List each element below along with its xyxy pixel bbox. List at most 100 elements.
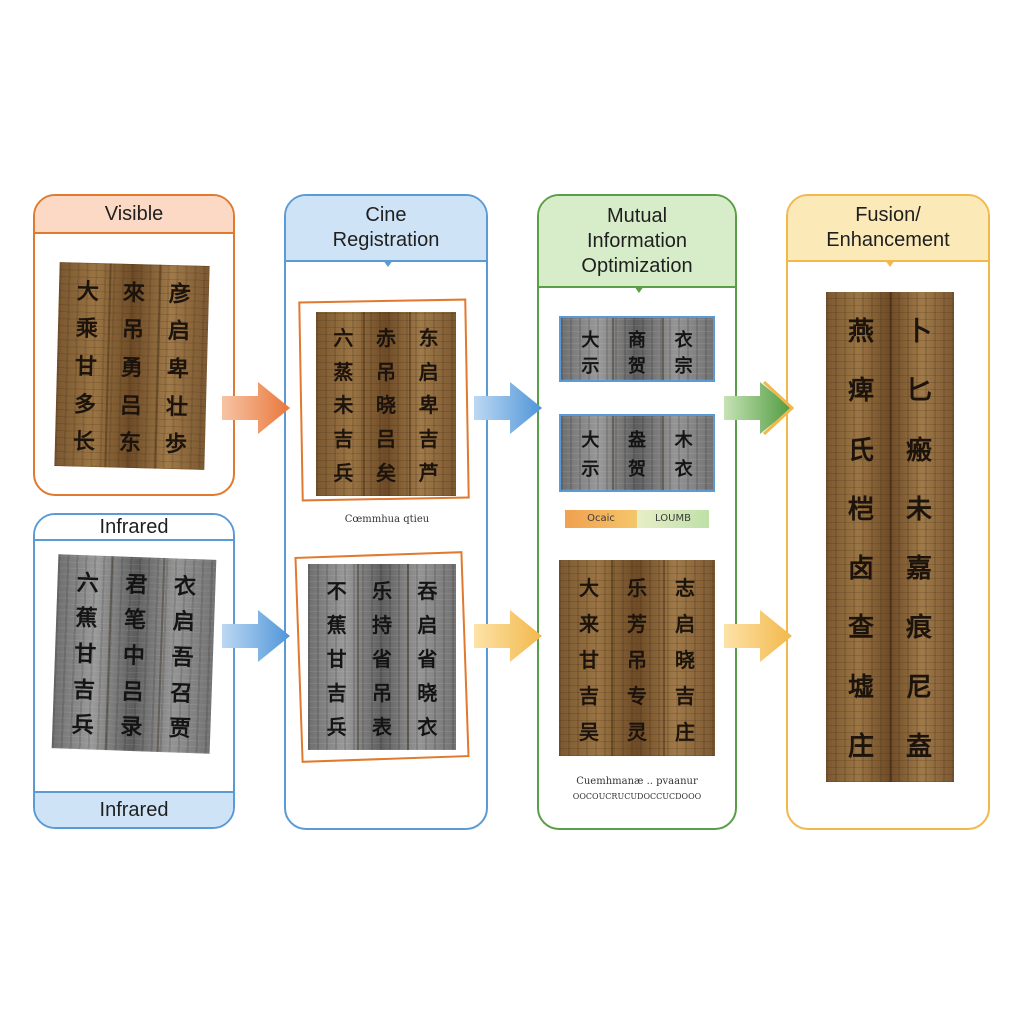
slip-columns: 六蕉甘吉兵君笔中吕录衣启吾召贾 xyxy=(52,554,217,753)
slip-character: 吴 xyxy=(579,719,599,744)
fusion-title-line1: Fusion/ xyxy=(855,204,921,226)
slip-character: 吕 xyxy=(119,392,143,419)
slip-character: 启 xyxy=(675,611,695,636)
infrared-panel: Infrared 六蕉甘吉兵君笔中吕录衣启吾召贾 Infrared xyxy=(33,513,235,829)
arrow-visible-to-registration xyxy=(222,382,290,434)
slip-character: 勇 xyxy=(120,354,144,382)
slip-character: 贾 xyxy=(168,715,192,743)
visible-panel: Visible 大乘甘多长來吊勇吕东彦启卑壮歩 xyxy=(33,194,235,496)
slip-character: 未 xyxy=(905,494,932,525)
slip-column: 不蕉甘吉兵 xyxy=(327,572,347,742)
slip-columns: 大示盎贺木衣 xyxy=(561,416,713,490)
slip-character: 衣 xyxy=(173,573,197,600)
infrared-slip-image: 六蕉甘吉兵君笔中吕录衣启吾召贾 xyxy=(51,554,217,754)
slip-character: 赤 xyxy=(375,326,396,351)
slip-character: 氏 xyxy=(847,435,874,466)
mutual-bar-left: Ocaic xyxy=(565,510,637,528)
slip-character: 衣 xyxy=(674,458,693,480)
slip-divider xyxy=(406,564,409,750)
slip-character: 歩 xyxy=(164,431,188,458)
slip-character: 彦 xyxy=(168,280,192,308)
slip-character: 晓 xyxy=(375,393,396,418)
registration-caption: Cœmmhua qtieu xyxy=(344,514,430,525)
slip-character: 蒸 xyxy=(333,359,354,384)
slip-character: 吉 xyxy=(333,427,354,452)
slip-column: 吞启省晓衣 xyxy=(417,572,437,742)
slip-character: 兵 xyxy=(71,712,95,739)
slip-character: 來 xyxy=(122,279,146,307)
slip-column: 商贺 xyxy=(628,326,646,377)
slip-character: 六 xyxy=(333,326,354,351)
mutual-caption-line2: OOCOUCRUCUDOCCUCDOOO xyxy=(572,792,702,801)
slip-column: 君笔中吕录 xyxy=(120,565,148,744)
slip-character: 晓 xyxy=(675,647,695,672)
slip-column: 燕痺氏桤卤查墟庄 xyxy=(848,300,874,774)
slip-character: 大 xyxy=(579,575,599,600)
slip-character: 墟 xyxy=(847,672,874,703)
slip-character: 专 xyxy=(627,683,647,708)
slip-character: 卑 xyxy=(166,355,190,383)
slip-character: 嘉 xyxy=(905,554,932,585)
slip-character: 卑 xyxy=(418,393,439,418)
fusion-slip-image: 燕痺氏桤卤查墟庄卜匕瘢未嘉痕尼盍 xyxy=(826,292,954,782)
slip-character: 录 xyxy=(119,713,143,741)
slip-character: 吉 xyxy=(72,676,96,704)
slip-character: 志 xyxy=(675,575,695,600)
slip-columns: 燕痺氏桤卤查墟庄卜匕瘢未嘉痕尼盍 xyxy=(826,292,954,782)
slip-character: 甘 xyxy=(326,646,347,671)
registration-title-line1: Cine xyxy=(365,204,407,226)
arrow-registration-to-mutual-bottom xyxy=(474,610,542,662)
slip-character: 召 xyxy=(169,679,193,707)
slip-character: 启 xyxy=(167,318,191,345)
slip-column: 盎贺 xyxy=(628,424,646,482)
slip-divider xyxy=(611,318,614,380)
arrow-mutual-to-fusion-top xyxy=(724,380,794,436)
infrared-panel-footer: Infrared xyxy=(35,791,233,827)
registration-panel: Cine Registration 六蒸未吉兵赤吊晓吕矣东启卑吉芦 Cœmmhu… xyxy=(284,194,488,830)
slip-character: 示 xyxy=(581,356,600,377)
mutual-bar-right: LOUMB xyxy=(637,510,709,528)
slip-divider xyxy=(409,312,412,496)
slip-character: 衣 xyxy=(674,330,693,351)
slip-character: 乘 xyxy=(75,315,99,343)
slip-character: 乐 xyxy=(371,578,392,603)
slip-divider xyxy=(663,560,665,756)
slip-character: 痕 xyxy=(905,613,932,644)
infrared-panel-footer-label: Infrared xyxy=(99,798,169,821)
infrared-panel-title: Infrared xyxy=(99,515,169,538)
slip-character: 吊 xyxy=(121,317,145,344)
slip-character: 燕 xyxy=(847,317,874,348)
slip-character: 不 xyxy=(326,578,347,603)
slip-column: 乐持省吊表 xyxy=(372,572,392,742)
slip-character: 多 xyxy=(73,391,97,418)
mutual-title-line2: Information xyxy=(586,229,688,252)
mutual-top-slip: 大示商贺衣宗 xyxy=(559,316,715,382)
mutual-bottom-slip: 大来甘吉吴乐芳吊专灵志启晓吉庄 xyxy=(559,560,715,756)
slip-character: 痺 xyxy=(847,376,874,407)
slip-character: 兵 xyxy=(326,714,347,739)
slip-character: 灵 xyxy=(627,719,647,744)
fusion-header-pointer xyxy=(885,260,895,267)
mutual-title-line1: Mutual xyxy=(606,204,668,227)
slip-character: 甘 xyxy=(74,353,98,381)
slip-character: 长 xyxy=(72,428,96,456)
slip-character: 启 xyxy=(418,359,439,384)
slip-character: 大 xyxy=(76,278,100,305)
arrow-infrared-to-registration xyxy=(222,610,290,662)
slip-divider xyxy=(662,416,665,490)
registration-title-line2: Registration xyxy=(332,229,440,251)
slip-character: 兵 xyxy=(333,460,354,485)
slip-character: 东 xyxy=(118,429,142,457)
slip-character: 桤 xyxy=(847,494,874,525)
slip-divider xyxy=(662,318,665,380)
slip-divider xyxy=(362,312,365,496)
slip-character: 吊 xyxy=(375,359,396,384)
slip-character: 甘 xyxy=(73,640,97,668)
slip-character: 芳 xyxy=(627,611,647,636)
mutual-information-panel-header: Mutual Information Optimization xyxy=(539,196,735,288)
slip-character: 贺 xyxy=(627,458,646,480)
slip-character: 启 xyxy=(417,612,438,637)
slip-column: 大示 xyxy=(581,326,599,377)
slip-character: 吾 xyxy=(171,644,194,672)
slip-character: 未 xyxy=(333,393,354,418)
